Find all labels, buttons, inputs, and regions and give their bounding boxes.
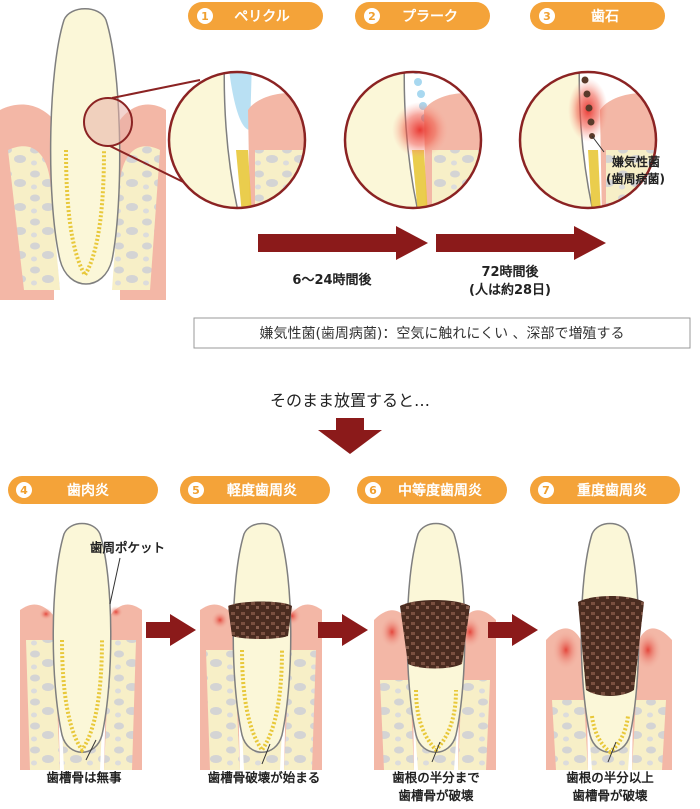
svg-text:中等度歯周炎: 中等度歯周炎 <box>398 482 482 499</box>
svg-text:7: 7 <box>542 484 550 497</box>
arrow-right-top-1 <box>258 226 428 260</box>
arrow-right-bottom-2 <box>318 614 368 646</box>
badge-severe-periodontitis: 7 重度歯周炎 <box>530 476 680 504</box>
bacteria-note-line1: 嫌気性菌 <box>611 154 660 169</box>
tooth-moderate-periodontitis <box>374 522 496 770</box>
svg-text:3: 3 <box>543 10 551 23</box>
caption-moderate-1: 歯根の半分まで <box>392 770 480 785</box>
arrow-right-bottom-1 <box>146 614 196 646</box>
top-tooth-illustration <box>0 8 221 301</box>
time-label-second-2: (人は約28日) <box>469 282 551 298</box>
svg-text:軽度歯周炎: 軽度歯周炎 <box>227 482 297 499</box>
badge-tartar: 3 歯石 <box>530 2 665 30</box>
tooth-gingivitis <box>20 522 142 770</box>
badge-plaque: 2 プラーク <box>355 2 490 30</box>
svg-text:ペリクル: ペリクル <box>234 9 290 25</box>
arrow-right-bottom-3 <box>488 614 538 646</box>
svg-text:重度歯周炎: 重度歯周炎 <box>577 482 647 499</box>
bacteria-note-line2: (歯周病菌) <box>606 171 665 186</box>
pocket-label: 歯周ポケット <box>90 540 165 555</box>
arrow-down <box>318 418 382 454</box>
time-label-second-1: 72時間後 <box>481 264 539 280</box>
caption-gingivitis: 歯槽骨は無事 <box>46 770 122 785</box>
time-label-first: 6～24時間後 <box>292 272 372 288</box>
caption-severe-2: 歯槽骨が破壊 <box>572 788 648 803</box>
closeup-plaque <box>343 70 483 210</box>
tooth-mild-periodontitis <box>200 522 322 770</box>
closeup-tartar <box>518 70 658 210</box>
svg-text:嫌気性菌(歯周病菌)：空気に触れにくい 、深部で増殖する: 嫌気性菌(歯周病菌)：空気に触れにくい 、深部で増殖する <box>259 325 624 342</box>
svg-text:歯石: 歯石 <box>591 8 619 25</box>
tooth-severe-periodontitis <box>546 522 672 770</box>
svg-text:歯肉炎: 歯肉炎 <box>67 482 109 499</box>
svg-text:プラーク: プラーク <box>402 9 458 25</box>
svg-text:5: 5 <box>192 484 200 497</box>
badge-moderate-periodontitis: 6 中等度歯周炎 <box>357 476 507 504</box>
arrow-right-top-2 <box>436 226 606 260</box>
svg-text:2: 2 <box>368 10 376 23</box>
badge-pellicle: 1 ペリクル <box>188 2 323 30</box>
badge-mild-periodontitis: 5 軽度歯周炎 <box>180 476 330 504</box>
badge-gingivitis: 4 歯肉炎 <box>8 476 158 504</box>
closeup-pellicle <box>167 70 307 210</box>
svg-text:1: 1 <box>201 10 209 23</box>
svg-text:6: 6 <box>369 484 377 497</box>
caption-moderate-2: 歯槽骨が破壊 <box>398 788 474 803</box>
caption-mild: 歯槽骨破壊が始まる <box>208 770 321 785</box>
lead-text: そのまま放置すると… <box>270 391 430 410</box>
svg-text:4: 4 <box>20 484 28 497</box>
caption-severe-1: 歯根の半分以上 <box>566 770 654 785</box>
info-box: 嫌気性菌(歯周病菌)：空気に触れにくい 、深部で増殖する <box>193 317 691 349</box>
